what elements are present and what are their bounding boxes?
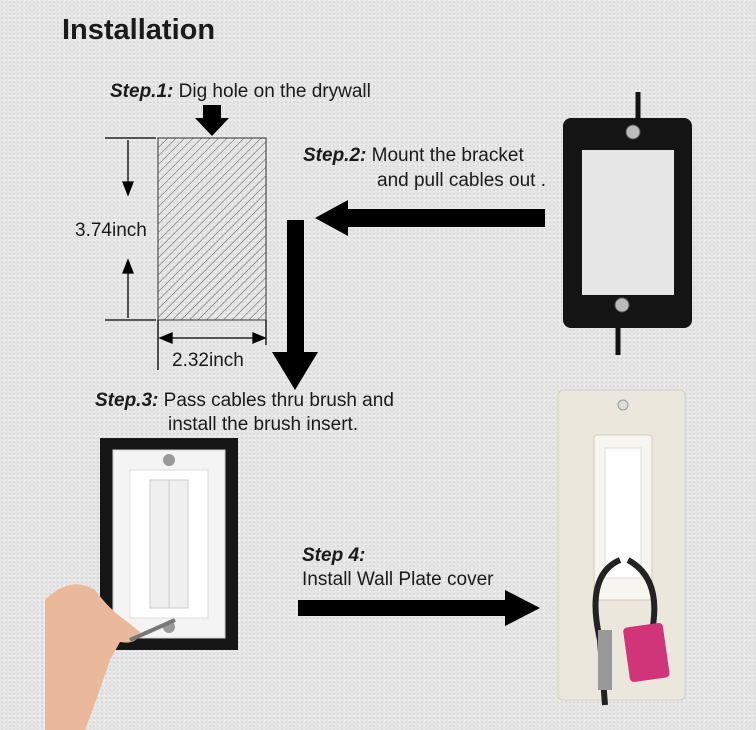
right-arrow-icon <box>298 590 540 626</box>
height-dimension <box>105 137 156 321</box>
step-1-caption: Step.1: Dig hole on the drywall <box>110 81 371 103</box>
step-2-text-line2: and pull cables out . <box>377 170 547 191</box>
height-label: 3.74inch <box>75 220 147 241</box>
mounting-bracket-image <box>563 92 692 355</box>
width-dimension <box>157 320 267 370</box>
step-3-text-line1: Pass cables thru brush and <box>163 390 394 411</box>
step-2-text-line1: Mount the bracket <box>371 145 524 166</box>
wall-plate-image <box>557 389 686 706</box>
step-3-caption: Step.3: Pass cables thru brush and <box>95 390 394 412</box>
step-2-caption: Step.2: Mount the bracket <box>303 145 524 167</box>
step-3-text-line2: install the brush insert. <box>168 414 359 435</box>
down-arrow-icon <box>195 105 229 136</box>
hand-image <box>45 584 140 730</box>
drywall-hole <box>157 137 267 321</box>
step-3-label: Step.3: <box>95 390 159 411</box>
step-4-label: Step 4: <box>302 545 366 566</box>
brush-insert-image <box>45 438 238 730</box>
step-2-label: Step.2: <box>303 145 367 166</box>
width-label: 2.32inch <box>172 350 244 371</box>
left-arrow-icon <box>315 200 545 236</box>
down-arrow-icon <box>272 220 318 390</box>
step-1-text: Dig hole on the drywall <box>178 81 371 102</box>
step-4-text: Install Wall Plate cover <box>302 569 494 590</box>
step-1-label: Step.1: <box>110 81 174 102</box>
page-title: Installation <box>62 14 216 46</box>
